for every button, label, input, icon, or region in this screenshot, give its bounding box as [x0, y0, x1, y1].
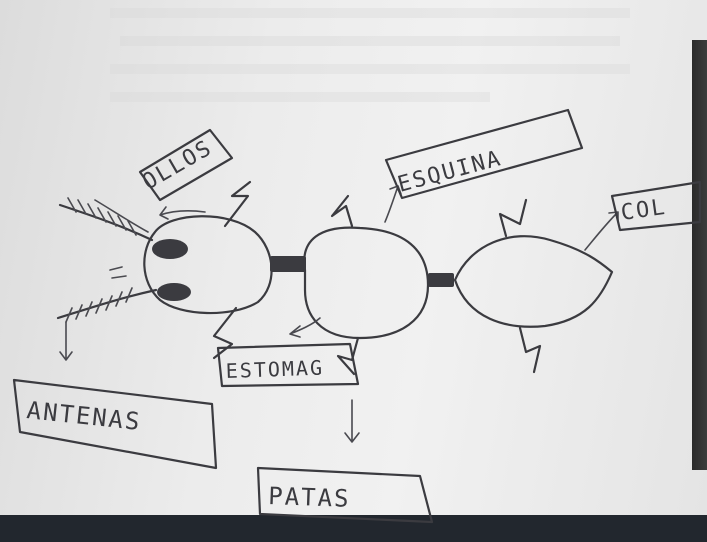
ant-abdomen	[453, 235, 614, 328]
svg-text:COL: COL	[619, 195, 668, 226]
ant-antennae	[56, 197, 158, 323]
svg-text:ESTOMAG: ESTOMAG	[225, 356, 324, 383]
background-object	[692, 40, 707, 470]
pointer-arrows	[59, 185, 619, 443]
label-ollos: OLLOS	[139, 128, 234, 202]
ant-thorax	[303, 226, 430, 340]
label-estomago: ESTOMAG	[216, 342, 360, 388]
ant-legs	[212, 180, 542, 376]
ant-eye-upper	[152, 239, 188, 259]
show-through-text	[110, 8, 630, 102]
svg-text:ANTENAS: ANTENAS	[25, 396, 142, 436]
ant-waist	[428, 273, 454, 287]
ant-neck	[270, 256, 306, 272]
svg-text:PATAS: PATAS	[268, 482, 351, 513]
background-frame	[0, 515, 707, 542]
ant-head	[143, 215, 273, 315]
label-patas: PATAS	[256, 466, 434, 524]
label-esquina: ESQUINA	[384, 108, 584, 200]
ant-eye-lower	[157, 283, 191, 301]
label-antenas: ANTENAS	[12, 378, 218, 470]
label-cola: COL	[610, 180, 702, 232]
